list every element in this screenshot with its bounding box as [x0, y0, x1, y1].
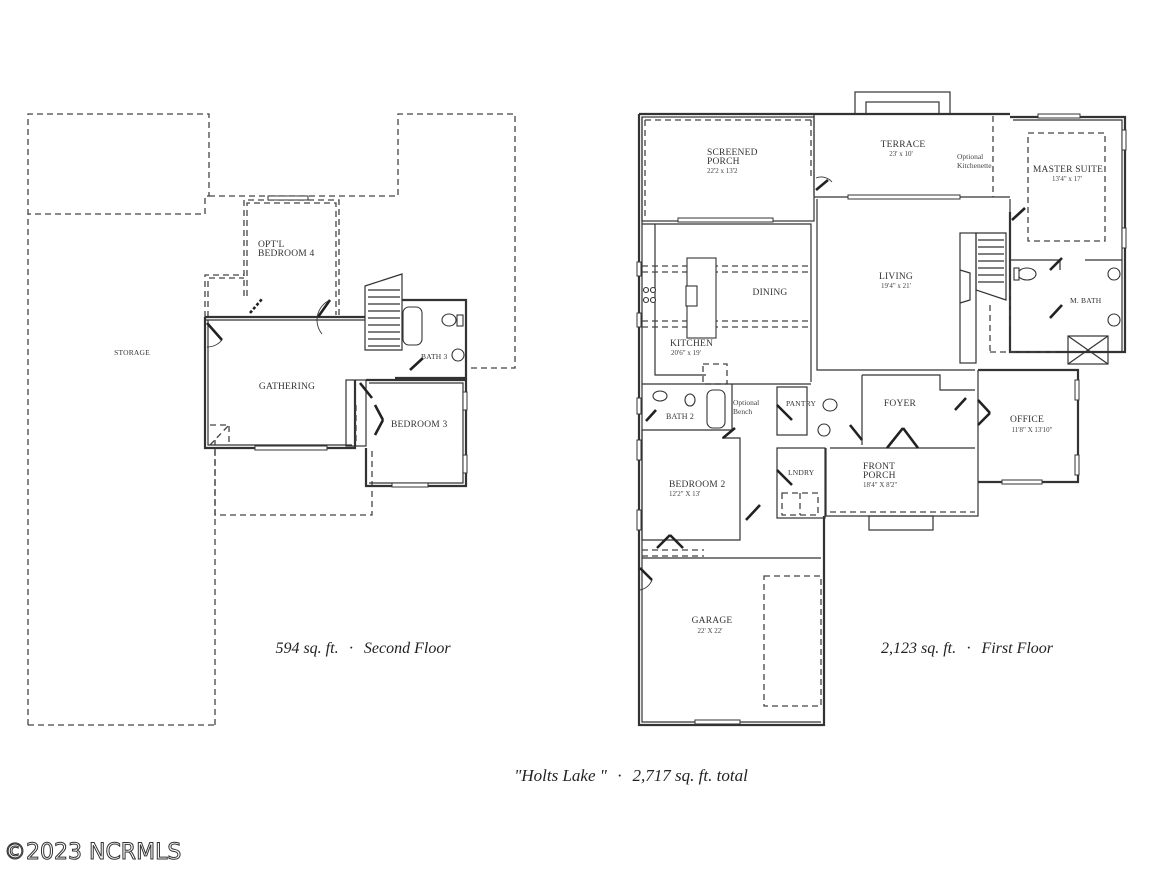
- total-area: 2,717 sq. ft. total: [632, 766, 748, 785]
- toilet-icon: [684, 393, 696, 407]
- first-floor-caption: 2,123 sq. ft. · First Floor: [881, 640, 1053, 658]
- room-label-laundry: LNDRY: [788, 468, 815, 477]
- second-floor-label: Second Floor: [363, 640, 451, 657]
- sink-icon: [685, 285, 698, 307]
- bathtub-icon: [706, 389, 726, 429]
- plan-name: "Holts Lake ": [514, 766, 607, 785]
- room-dims-garage: 22' X 22': [697, 627, 723, 635]
- room-label-storage: STORAGE: [114, 348, 150, 357]
- sink-icon: [451, 348, 465, 362]
- caption-separator: ·: [348, 640, 354, 657]
- room-label-porch: PORCH: [707, 157, 740, 167]
- room-label-front-porch: PORCH: [863, 471, 896, 481]
- caption-separator: ·: [616, 766, 623, 785]
- room-dims-kitchen: 20'6" x 19': [671, 349, 701, 357]
- plan-title-caption: "Holts Lake " · 2,717 sq. ft. total: [514, 766, 748, 786]
- room-label-dining: DINING: [752, 288, 788, 298]
- note-bench: Bench: [733, 407, 753, 416]
- toilet-icon: [822, 398, 838, 412]
- note-kitchenette: Kitchenette: [957, 161, 992, 170]
- room-dims-screened-porch: 22'2 x 13'2: [707, 167, 738, 175]
- sink-icon: [1107, 267, 1121, 281]
- room-label-kitchen: KITCHEN: [670, 339, 714, 349]
- room-dims-office: 11'8" X 13'10": [1011, 426, 1053, 434]
- room-label-optl: OPT'L: [258, 240, 285, 250]
- room-label-office: OFFICE: [1010, 415, 1044, 425]
- second-floor-caption: 594 sq. ft. · Second Floor: [275, 640, 450, 658]
- room-label-m-bath: M. BATH: [1070, 296, 1102, 305]
- room-label-gathering: GATHERING: [258, 382, 316, 392]
- toilet-icon: [441, 313, 457, 327]
- room-label-bedroom-4: BEDROOM 4: [258, 249, 315, 259]
- room-dims-living: 19'4" x 21': [881, 282, 911, 290]
- first-floor-plan: [636, 91, 1127, 727]
- first-floor-area: 2,123 sq. ft.: [880, 640, 957, 657]
- room-label-bedroom-3: BEDROOM 3: [391, 420, 448, 430]
- room-label-foyer: FOYER: [883, 399, 917, 409]
- room-label-bath-3: BATH 3: [421, 352, 448, 361]
- note-optional-kitchenette: Optional: [957, 152, 984, 161]
- room-label-living: LIVING: [879, 272, 913, 282]
- room-label-bath-2: BATH 2: [666, 412, 695, 421]
- second-floor-plan: [27, 113, 516, 726]
- room-label-pantry: PANTRY: [786, 399, 817, 408]
- copyright-watermark: ©2023 NCRMLS: [3, 840, 182, 866]
- first-floor-label: First Floor: [981, 640, 1054, 657]
- toilet-icon: [1017, 267, 1037, 281]
- room-label-garage: GARAGE: [691, 616, 733, 626]
- bathtub-icon: [402, 306, 423, 346]
- room-dims-front-porch: 18'4" X 8'2": [863, 481, 898, 489]
- note-optional-bench: Optional: [733, 398, 760, 407]
- room-dims-master-suite: 13'4" x 17': [1052, 175, 1082, 183]
- second-floor-area: 594 sq. ft.: [275, 640, 339, 657]
- room-label-screened: SCREENED: [707, 148, 758, 158]
- caption-separator: ·: [966, 640, 972, 657]
- room-label-bedroom-2: BEDROOM 2: [669, 480, 726, 490]
- storage-outline: [27, 113, 210, 725]
- room-label-master-suite: MASTER SUITE: [1032, 165, 1104, 175]
- room-dims-terrace: 23' x 10': [889, 150, 913, 158]
- room-dims-bedroom-2: 12'2" X 13': [669, 490, 701, 498]
- room-label-front: FRONT: [863, 462, 896, 472]
- sink-icon: [817, 423, 831, 437]
- room-label-terrace: TERRACE: [880, 140, 926, 150]
- sink-icon: [1107, 313, 1121, 327]
- sink-icon: [652, 390, 668, 402]
